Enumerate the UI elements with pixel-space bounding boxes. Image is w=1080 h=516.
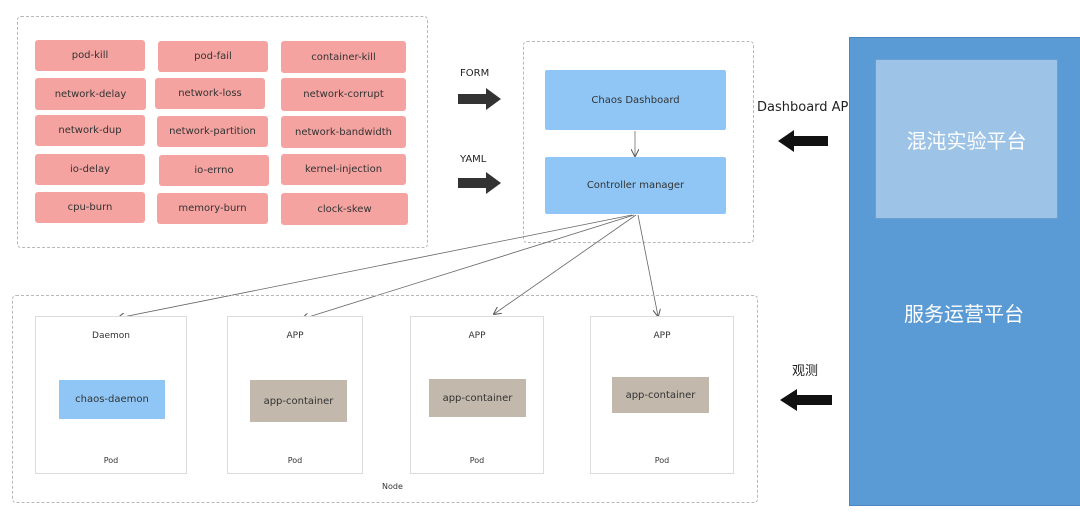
fault-clock-skew: clock-skew (281, 193, 408, 225)
fault-network-dup: network-dup (35, 115, 145, 146)
pod-title: APP (653, 331, 671, 341)
app-container-box-2: app-container (429, 379, 526, 417)
pod-footer: Pod (654, 456, 670, 465)
fault-cpu-burn: cpu-burn (35, 192, 145, 223)
ops-platform-label: 服务运营平台 (904, 302, 1024, 326)
fault-network-delay: network-delay (35, 78, 146, 110)
chaos-dashboard-box: Chaos Dashboard (545, 70, 726, 130)
fault-io-delay: io-delay (35, 154, 145, 185)
yaml-arrow-icon (458, 172, 501, 194)
yaml-label: YAML (460, 154, 487, 165)
pod-title: APP (286, 331, 304, 341)
app-container-box-3: app-container (612, 377, 709, 413)
dashboard-api-label: Dashboard API (757, 100, 853, 115)
fault-network-loss: network-loss (155, 78, 265, 109)
chaos-daemon-box: chaos-daemon (59, 380, 165, 419)
fault-network-bandwidth: network-bandwidth (281, 116, 406, 148)
form-arrow-icon (458, 88, 501, 110)
chaos-experiment-platform: 混沌实验平台 (875, 59, 1058, 219)
form-label: FORM (460, 68, 490, 79)
fault-container-kill: container-kill (281, 41, 406, 73)
app-container-box-1: app-container (250, 380, 347, 422)
fault-pod-fail: pod-fail (158, 41, 268, 72)
controller-panel (523, 41, 754, 243)
pod-footer: Pod (287, 456, 303, 465)
pod-title: APP (468, 331, 486, 341)
fault-types-panel (17, 16, 428, 248)
dashboard-api-arrow-icon (778, 130, 828, 152)
fault-network-partition: network-partition (157, 116, 268, 147)
node-label: Node (382, 482, 403, 491)
controller-manager-box: Controller manager (545, 157, 726, 214)
pod-footer: Pod (103, 456, 119, 465)
pod-title: Daemon (92, 331, 130, 341)
observe-label: 观测 (792, 364, 819, 379)
observe-arrow-icon (780, 389, 832, 411)
fault-io-errno: io-errno (159, 155, 269, 186)
fault-kernel-injection: kernel-injection (281, 154, 406, 185)
fault-network-corrupt: network-corrupt (281, 78, 406, 111)
fault-memory-burn: memory-burn (157, 193, 268, 224)
fault-pod-kill: pod-kill (35, 40, 145, 71)
pod-footer: Pod (469, 456, 485, 465)
node-panel (12, 295, 758, 503)
